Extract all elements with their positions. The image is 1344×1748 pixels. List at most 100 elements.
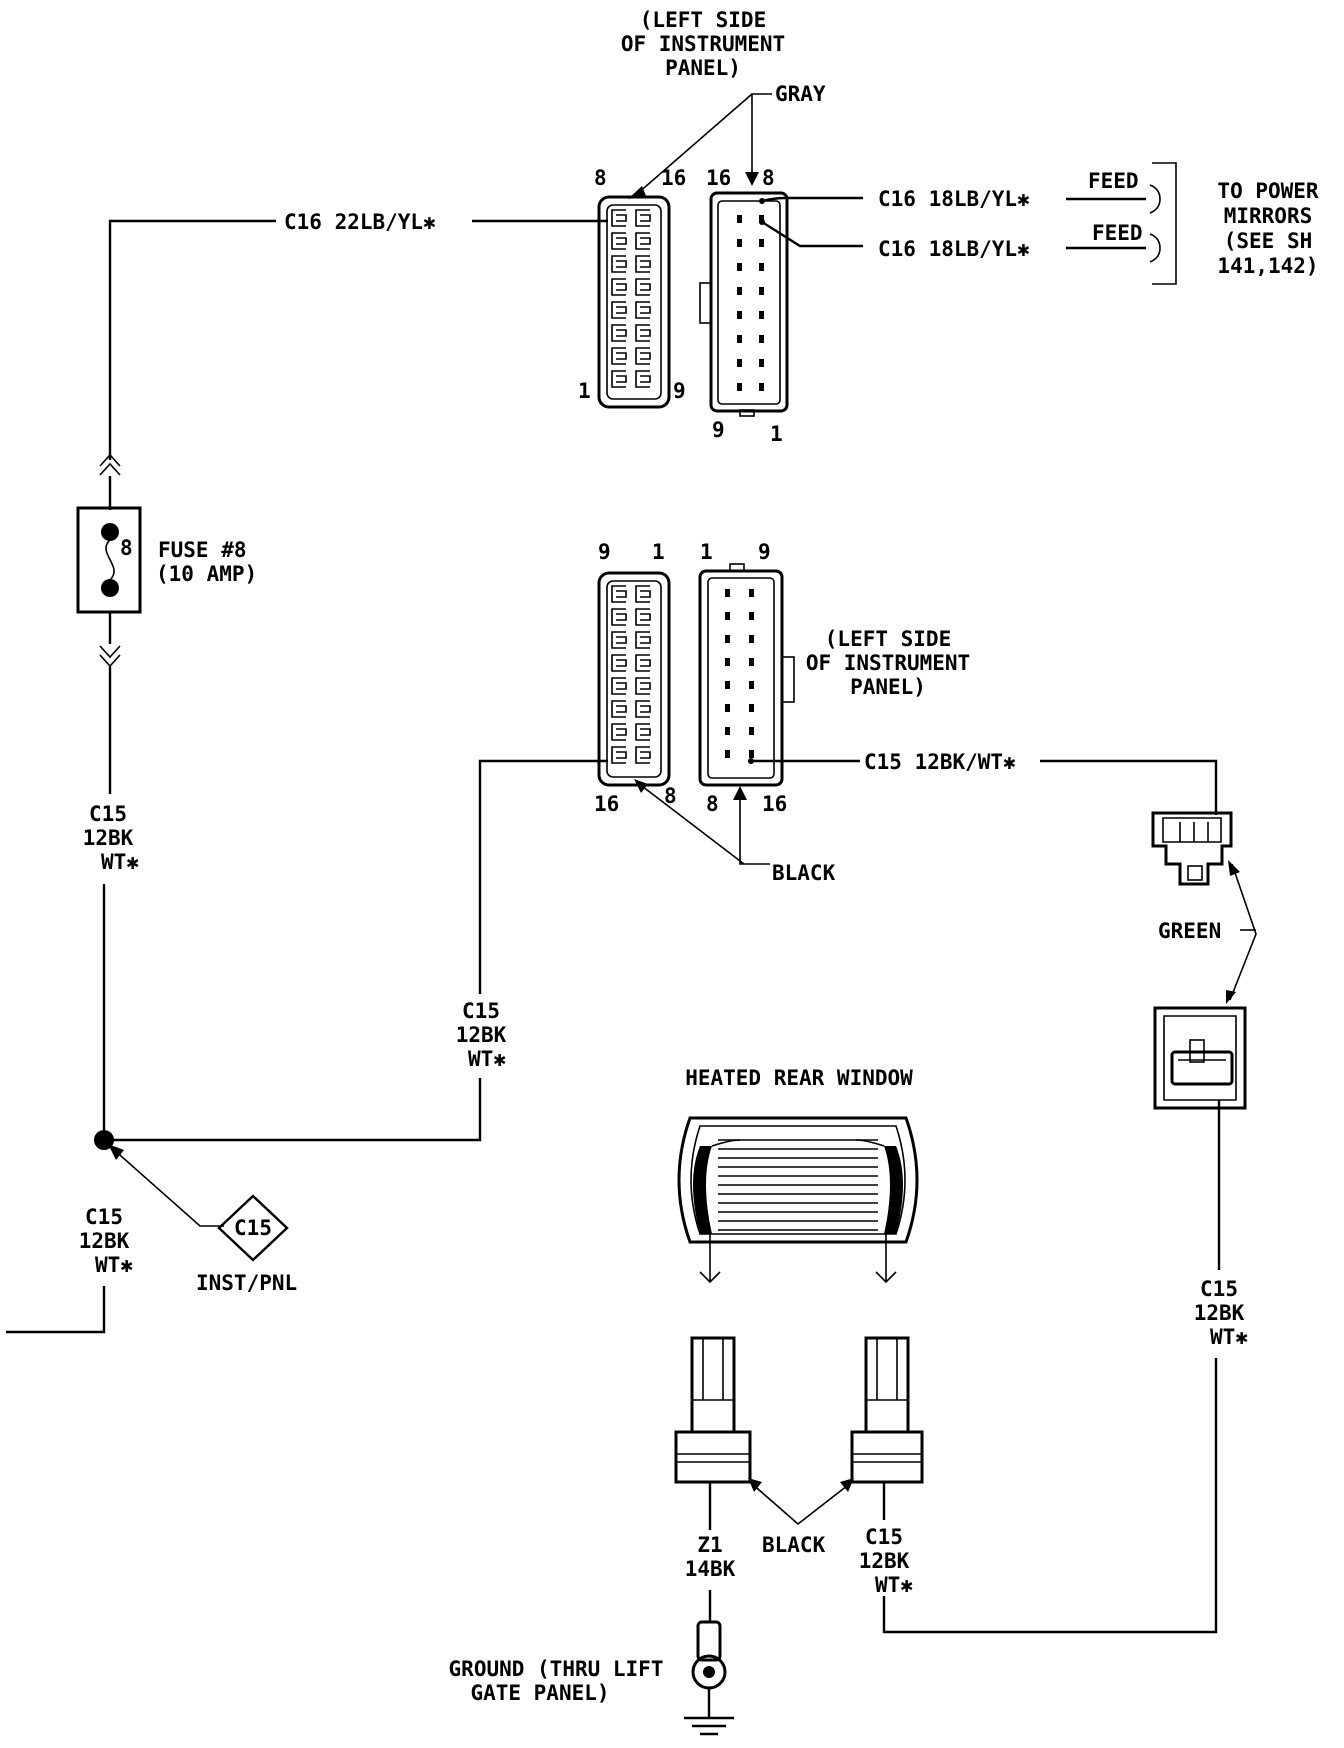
wire-c15-mid-b	[104, 1078, 482, 1142]
pin	[749, 589, 754, 597]
svg-text:C15: C15	[462, 999, 500, 1023]
green-connector-male	[1151, 811, 1233, 886]
pin	[737, 359, 742, 367]
pin	[759, 263, 764, 271]
break-mark	[1149, 184, 1161, 214]
mid-connector-label: (LEFT SIDE OF INSTRUMENT PANEL)	[806, 627, 970, 699]
cavity	[611, 209, 627, 227]
wire-c15-mid-a	[478, 759, 608, 994]
wire-label-c16-18-b: C16 18LB/YL✱	[878, 237, 1030, 261]
pin	[759, 239, 764, 247]
pin	[749, 635, 754, 643]
pin-number: 9	[712, 418, 725, 442]
cavity	[635, 585, 651, 603]
svg-text:TO POWER: TO POWER	[1217, 179, 1319, 203]
bracket	[1152, 162, 1177, 285]
svg-text:12BK: 12BK	[859, 1549, 910, 1573]
heated-grid-icon	[677, 1116, 919, 1244]
svg-text:WT✱: WT✱	[95, 1253, 133, 1277]
pin	[737, 263, 742, 271]
pin	[749, 750, 754, 758]
cavity	[635, 370, 651, 388]
arrow-icon	[748, 1478, 762, 1492]
pin-number: 8	[762, 166, 775, 190]
svg-text:C15: C15	[1200, 1277, 1238, 1301]
wire-c16-22	[108, 219, 276, 460]
pin-number: 16	[594, 792, 619, 816]
wire-label-c16-18-a: C16 18LB/YL✱	[878, 187, 1030, 211]
down-arrow-icon	[699, 1234, 721, 1284]
cavity	[635, 209, 651, 227]
svg-text:12BK: 12BK	[456, 1023, 507, 1047]
pin	[725, 704, 730, 712]
pin	[749, 704, 754, 712]
top-connector-label: (LEFT SIDE OF INSTRUMENT PANEL)	[621, 8, 785, 80]
cavity	[635, 324, 651, 342]
svg-text:GROUND (THRU LIFT: GROUND (THRU LIFT	[449, 1657, 664, 1681]
pin	[737, 383, 742, 391]
green-leader	[1229, 863, 1257, 1001]
svg-text:(LEFT SIDE: (LEFT SIDE	[825, 627, 951, 651]
svg-text:12BK: 12BK	[1194, 1301, 1245, 1325]
inst-pnl-label: INST/PNL	[196, 1271, 297, 1295]
cavity	[611, 585, 627, 603]
pin-number: 9	[598, 540, 611, 564]
cavity	[611, 278, 627, 296]
pin	[749, 612, 754, 620]
connector-bottom-left	[674, 1336, 752, 1484]
black-label-bottom: BLACK	[762, 1533, 826, 1557]
to-power-mirrors-label: TO POWER MIRRORS (SEE SH 141,142)	[1217, 179, 1319, 278]
svg-text:8: 8	[120, 536, 133, 560]
pin-number: 8	[664, 784, 677, 808]
feed-label: FEED	[1088, 169, 1139, 193]
wire-label-c15-mid: C15 12BK WT✱	[456, 999, 507, 1071]
svg-text:(10 AMP): (10 AMP)	[156, 562, 257, 586]
svg-text:12BK: 12BK	[83, 826, 134, 850]
wire-c16-18-b	[761, 220, 863, 248]
svg-text:(LEFT SIDE: (LEFT SIDE	[640, 8, 766, 32]
heated-rear-window-label: HEATED REAR WINDOW	[685, 1066, 913, 1090]
svg-text:PANEL): PANEL)	[665, 56, 741, 80]
cavity	[611, 301, 627, 319]
pin-number: 1	[578, 379, 591, 403]
connector-male-top	[699, 191, 789, 417]
cavity	[635, 278, 651, 296]
feed-label: FEED	[1092, 221, 1143, 245]
pin	[737, 335, 742, 343]
pin	[737, 287, 742, 295]
pin-number: 1	[770, 422, 783, 446]
pin-number: 1	[652, 540, 665, 564]
pin-number: 16	[762, 792, 787, 816]
svg-text:FUSE #8: FUSE #8	[158, 538, 247, 562]
pin	[759, 215, 764, 223]
cavity	[611, 255, 627, 273]
connector-female-top	[597, 195, 671, 409]
connector-male-mid	[698, 563, 795, 787]
ground-label: GROUND (THRU LIFT GATE PANEL)	[449, 1657, 664, 1705]
svg-text:OF INSTRUMENT: OF INSTRUMENT	[806, 651, 970, 675]
arrow-icon	[733, 786, 747, 800]
pin	[725, 612, 730, 620]
black-leader	[637, 782, 770, 865]
pin	[725, 750, 730, 758]
wire-label-c15-left-upper: C15 12BK WT✱	[83, 802, 140, 874]
splice-leader	[111, 1147, 224, 1227]
pin-number: 8	[594, 166, 607, 190]
svg-text:WT✱: WT✱	[1210, 1325, 1248, 1349]
pin-number: 16	[661, 166, 686, 190]
wire-label-c15-far-right: C15 12BK WT✱	[1194, 1277, 1249, 1349]
connector-chevron-icon	[99, 453, 121, 476]
black-leader-bottom	[749, 1481, 853, 1526]
cavity	[635, 631, 651, 649]
connector-chevron-icon	[99, 645, 121, 668]
cavity	[611, 723, 627, 741]
svg-text:Z1: Z1	[697, 1533, 722, 1557]
cavity	[635, 608, 651, 626]
pin	[737, 239, 742, 247]
svg-text:(SEE SH: (SEE SH	[1224, 229, 1313, 253]
cavity	[611, 631, 627, 649]
down-arrow-icon	[875, 1234, 897, 1284]
pin-number: 9	[758, 540, 771, 564]
pin	[749, 658, 754, 666]
